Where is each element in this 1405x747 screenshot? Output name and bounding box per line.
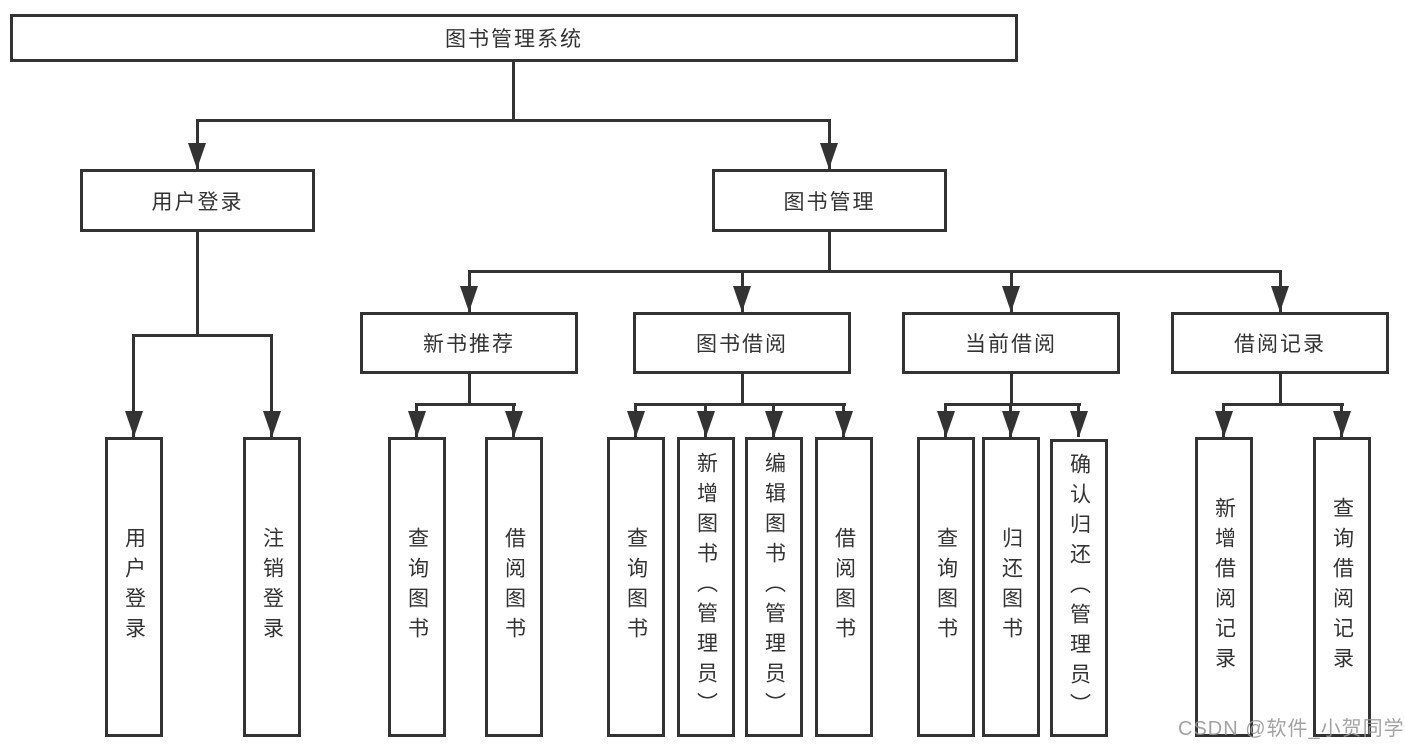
connector-line (132, 334, 135, 437)
leaf-query-book-2: 查询图书 (607, 437, 665, 737)
connector-line (1279, 374, 1282, 405)
arrow-down-icon (125, 411, 143, 437)
leaf-logout: 注销登录 (243, 437, 301, 737)
arrow-down-icon (733, 286, 751, 312)
connector-line (1010, 374, 1013, 405)
connector-line (512, 62, 515, 120)
connector-line (270, 334, 273, 437)
arrow-down-icon (188, 143, 206, 169)
arrow-down-icon (1215, 411, 1233, 437)
leaf-return-book: 归还图书 (982, 437, 1040, 737)
leaf-query-book-3: 查询图书 (917, 437, 975, 737)
node-book-mgmt: 图书管理 (712, 169, 947, 232)
arrow-down-icon (1002, 411, 1020, 437)
connector-line (1222, 403, 1344, 406)
arrow-down-icon (460, 286, 478, 312)
leaf-add-borrow-record: 新增借阅记录 (1195, 437, 1253, 737)
connector-line (828, 232, 831, 273)
arrow-down-icon (627, 411, 645, 437)
leaf-query-book-1: 查询图书 (388, 437, 446, 737)
leaf-query-borrow-record: 查询借阅记录 (1313, 437, 1371, 737)
arrow-down-icon (765, 411, 783, 437)
connector-line (741, 374, 744, 405)
node-current-borrow: 当前借阅 (902, 312, 1120, 374)
arrow-down-icon (835, 411, 853, 437)
leaf-borrow-book-1: 借阅图书 (485, 437, 543, 737)
node-book-borrow: 图书借阅 (633, 312, 851, 374)
node-root: 图书管理系统 (10, 14, 1018, 62)
arrow-down-icon (263, 411, 281, 437)
connector-line (468, 270, 1281, 273)
connector-line (196, 232, 199, 336)
connector-line (132, 334, 273, 337)
arrow-down-icon (408, 411, 426, 437)
node-new-book-rec: 新书推荐 (360, 312, 578, 374)
connector-line (415, 403, 516, 406)
connector-line (468, 374, 471, 405)
leaf-borrow-book-2: 借阅图书 (815, 437, 873, 737)
arrow-down-icon (1333, 411, 1351, 437)
node-user-login: 用户登录 (80, 169, 315, 232)
arrow-down-icon (505, 411, 523, 437)
csdn-watermark: CSDN @软件_小贺同学 (1178, 718, 1405, 740)
connector-line (196, 119, 830, 122)
arrow-down-icon (937, 411, 955, 437)
node-borrow-records: 借阅记录 (1171, 312, 1389, 374)
arrow-down-icon (1070, 411, 1088, 437)
arrow-down-icon (1002, 286, 1020, 312)
leaf-edit-book-admin: 编辑图书（管理员） (745, 437, 803, 737)
connector-line (634, 403, 846, 406)
arrow-down-icon (1271, 286, 1289, 312)
leaf-add-book-admin: 新增图书（管理员） (677, 437, 735, 737)
arrow-down-icon (697, 411, 715, 437)
leaf-confirm-return-admin: 确认归还（管理员） (1050, 439, 1108, 737)
leaf-user-login: 用户登录 (105, 437, 163, 737)
arrow-down-icon (820, 143, 838, 169)
connector-line (944, 403, 1081, 406)
